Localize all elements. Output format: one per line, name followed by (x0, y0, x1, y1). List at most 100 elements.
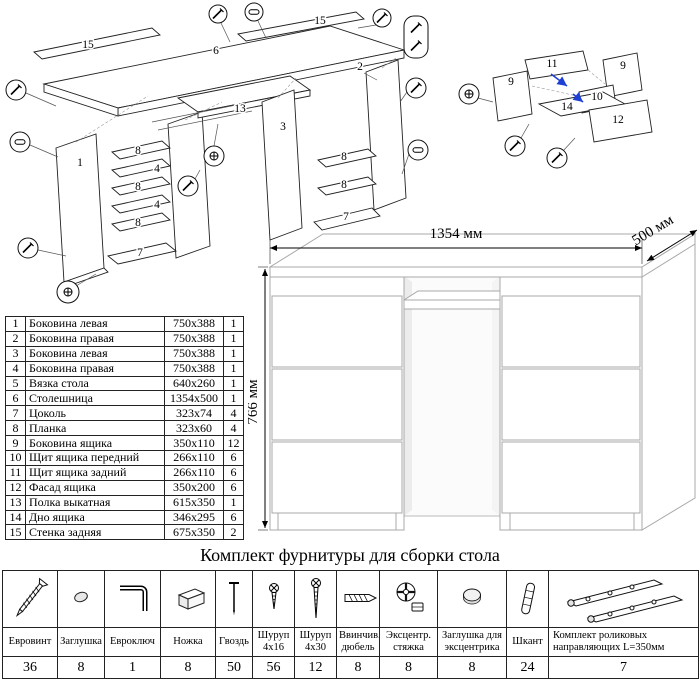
parts-cell-size: 750x388 (164, 345, 224, 362)
parts-cell-qty: 1 (223, 316, 244, 332)
drawer-front (501, 441, 641, 514)
parts-cell-qty: 6 (223, 450, 244, 466)
parts-cell-num: 13 (5, 494, 26, 511)
parts-cell-size: 750x388 (164, 330, 224, 347)
parts-cell-qty: 1 (223, 494, 244, 511)
hardware-qty: 50 (215, 656, 253, 679)
hardware-qty: 8 (437, 656, 507, 679)
keyboard-tray (402, 290, 516, 301)
cam-cap-icon (463, 588, 481, 605)
part-label: 4 (154, 199, 160, 211)
parts-cell-num: 14 (5, 509, 26, 526)
hardware-labels-row: Евровинт Заглушка Евроключ Ножка Гвоздь … (2, 627, 699, 657)
part-label: 10 (591, 91, 603, 103)
parts-cell-qty: 1 (223, 375, 244, 392)
furniture-foot-icon (177, 588, 206, 610)
parts-cell-name: Щит ящика передний (25, 450, 165, 466)
part-label: 4 (154, 163, 160, 175)
parts-cell-num: 6 (5, 390, 26, 407)
parts-cell-name: Щит ящика задний (25, 464, 165, 481)
hardware-label: Евроключ (104, 627, 161, 657)
parts-cell-size: 350x200 (164, 479, 224, 496)
part-label: 8 (341, 179, 347, 191)
hardware-label: Гвоздь (215, 627, 253, 657)
parts-cell-name: Боковина левая (25, 345, 165, 362)
part-label: 15 (314, 15, 326, 27)
hardware-label: Шуруп 4x30 (294, 627, 337, 657)
parts-cell-num: 10 (5, 450, 26, 466)
parts-cell-num: 8 (5, 420, 26, 437)
parts-cell-num: 3 (5, 345, 26, 362)
parts-cell-qty: 4 (223, 405, 244, 422)
parts-cell-num: 9 (5, 435, 26, 452)
parts-cell-size: 266x110 (164, 450, 224, 466)
plinth (277, 512, 397, 531)
parts-cell-name: Боковина правая (25, 360, 165, 377)
part-label: 9 (620, 60, 626, 72)
parts-cell-name: Боковина левая (25, 316, 165, 332)
parts-cell-qty: 12 (223, 435, 244, 452)
parts-cell-num: 4 (5, 360, 26, 377)
cam-lock-icon (396, 582, 423, 612)
parts-cell-name: Стенка задняя (25, 524, 165, 541)
exploded-desk-diagram: 15 6 15 1 8 4 8 4 8 7 13 3 2 8 8 7 (5, 2, 429, 304)
drawer-front (501, 368, 641, 441)
dimension-width: 1354 мм (430, 226, 483, 242)
hex-key-icon (119, 585, 147, 611)
part-back-panel-right (237, 11, 365, 42)
confirmat-screw-icon (15, 577, 49, 618)
parts-cell-num: 1 (5, 316, 26, 332)
hardware-qty: 36 (2, 656, 58, 679)
part-label: 8 (135, 181, 141, 193)
parts-cell-size: 640x260 (164, 375, 224, 392)
parts-cell-num: 15 (5, 524, 26, 541)
drawer-front (271, 441, 403, 514)
cap-icon (74, 591, 88, 603)
part-label: 8 (135, 217, 141, 229)
hardware-qty-row: 36 8 1 8 50 56 12 8 8 8 24 7 (2, 656, 699, 679)
hardware-qty: 8 (57, 656, 105, 679)
drawer-slides-icon (566, 579, 683, 623)
hardware-icons-row (2, 570, 699, 628)
hardware-qty: 56 (252, 656, 295, 679)
part-inner-panel-right (261, 89, 303, 241)
parts-cell-size: 323x60 (164, 420, 224, 437)
part-back-panel-left (33, 27, 161, 60)
assembly-direction-arrow (550, 73, 568, 87)
part-label: 8 (341, 151, 347, 163)
hardware-qty: 1 (104, 656, 161, 679)
hardware-qty: 8 (336, 656, 380, 679)
hardware-table: Евровинт Заглушка Евроключ Ножка Гвоздь … (2, 570, 699, 679)
part-label: 1 (77, 157, 83, 169)
part-label: 7 (343, 211, 349, 223)
hardware-label: Эксцентр. стяжка (379, 627, 438, 657)
part-plinth-right (313, 207, 381, 231)
desk-niche (403, 275, 501, 517)
part-side-panel-right (365, 59, 407, 211)
parts-cell-qty: 1 (223, 330, 244, 347)
parts-cell-qty: 1 (223, 345, 244, 362)
parts-cell-size: 266x110 (164, 464, 224, 481)
part-label: 6 (213, 45, 219, 57)
parts-cell-qty: 1 (223, 390, 244, 407)
hardware-qty: 8 (160, 656, 216, 679)
hardware-qty: 12 (294, 656, 337, 679)
parts-cell-name: Планка (25, 420, 165, 437)
part-label: 9 (508, 76, 514, 88)
parts-cell-num: 7 (5, 405, 26, 422)
part-label: 15 (82, 39, 94, 51)
hardware-label: Заглушка для эксцентрика (437, 627, 507, 657)
parts-cell-qty: 4 (223, 420, 244, 437)
part-label: 12 (612, 114, 624, 126)
part-plinth-left (106, 242, 178, 265)
part-label: 13 (234, 103, 246, 115)
parts-cell-qty: 6 (223, 479, 244, 496)
parts-cell-size: 346x295 (164, 509, 224, 526)
